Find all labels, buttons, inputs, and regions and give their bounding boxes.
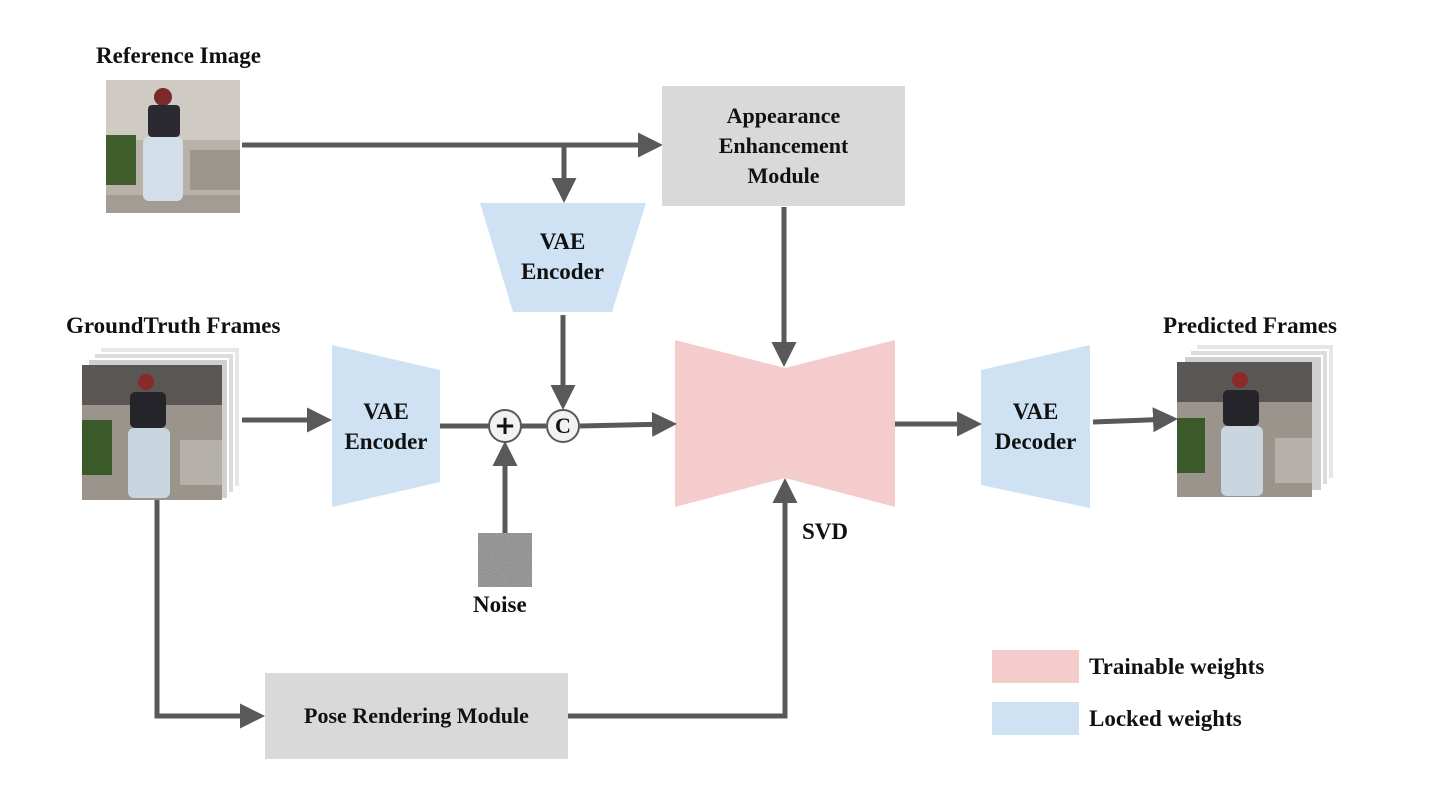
groundtruth-frames-thumbnail xyxy=(82,346,241,500)
arrow-concat-to-svd xyxy=(579,411,677,437)
predicted-frames-thumbnail xyxy=(1177,343,1335,497)
predicted-frames-label: Predicted Frames xyxy=(1163,313,1337,338)
vae-encoder-top-shape xyxy=(480,203,646,312)
appearance-line-2: Enhancement xyxy=(718,133,849,158)
add-operator-circle xyxy=(488,409,522,443)
concat-operator-circle xyxy=(546,409,580,443)
appearance-line-3: Module xyxy=(747,163,820,188)
vae-encoder-top-line-2: Encoder xyxy=(520,259,605,284)
legend-locked-label: Locked weights xyxy=(1089,706,1242,731)
appearance-enhancement-module: Appearance Enhancement Module xyxy=(662,86,905,206)
vae-encoder-top-line-1: VAE xyxy=(539,229,586,254)
vae-encoder-mid-shape xyxy=(332,345,440,507)
svd-unet-shape xyxy=(675,340,895,507)
vae-decoder-shape xyxy=(981,345,1090,508)
vae-encoder-mid-line-1: VAE xyxy=(363,399,409,424)
arrow-decoder-to-predicted xyxy=(1092,407,1178,433)
groundtruth-frames-label: GroundTruth Frames xyxy=(66,313,281,338)
concat-operator: C xyxy=(555,413,571,438)
legend-trainable-swatch xyxy=(992,650,1079,683)
reference-image-label: Reference Image xyxy=(96,43,261,68)
vae-decoder-line-2: Decoder xyxy=(994,429,1077,454)
legend-trainable-label: Trainable weights xyxy=(1089,654,1265,679)
vae-decoder-line-1: VAE xyxy=(1012,399,1059,424)
vae-encoder-mid-line-2: Encoder xyxy=(344,429,428,454)
pose-rendering-label: Pose Rendering Module xyxy=(304,703,529,728)
svd-label: SVD xyxy=(802,519,849,544)
noise-texture xyxy=(478,533,532,587)
connector-arrows xyxy=(154,132,1178,729)
noise-label: Noise xyxy=(473,592,527,617)
appearance-line-1: Appearance xyxy=(726,103,841,128)
add-operator: + xyxy=(494,411,516,441)
arrow-frames-to-pose-rendering xyxy=(154,500,265,729)
vae-decoder-label: VAE Decoder xyxy=(981,395,1090,459)
vae-encoder-mid-label: VAE Encoder xyxy=(332,395,440,459)
reference-image-thumbnail xyxy=(106,80,240,213)
legend-locked-swatch xyxy=(992,702,1079,735)
pose-rendering-module: Pose Rendering Module xyxy=(265,673,568,759)
vae-encoder-top-label: VAE Encoder xyxy=(500,225,625,289)
arrow-pose-rendering-to-svd xyxy=(568,478,798,719)
